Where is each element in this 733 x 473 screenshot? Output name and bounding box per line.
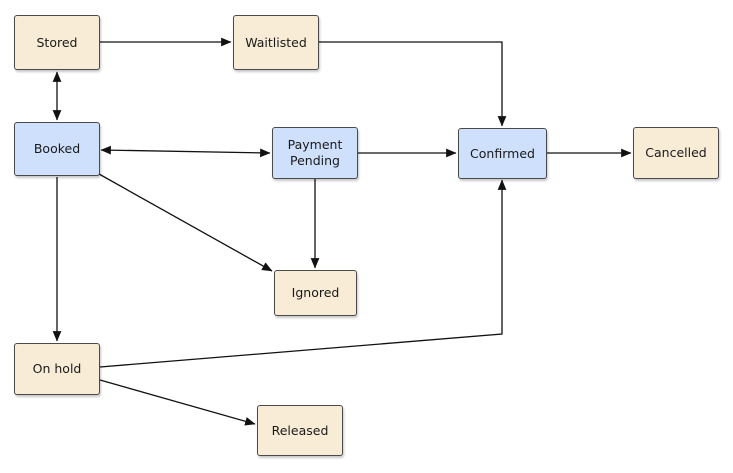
node-cancelled-label: Cancelled	[645, 145, 707, 160]
node-confirmed-label: Confirmed	[470, 145, 535, 161]
node-waitlisted-label: Waitlisted	[245, 34, 307, 50]
node-ignored[interactable]: Ignored	[274, 270, 357, 316]
node-stored[interactable]: Stored	[14, 15, 100, 70]
node-payment-pending[interactable]: Payment Pending	[272, 127, 358, 179]
edge-on-hold-to-confirmed	[99, 179, 507, 368]
node-released[interactable]: Released	[257, 405, 343, 456]
edge-waitlisted-to-confirmed	[319, 41, 507, 127]
node-on-hold-label: On hold	[32, 361, 82, 376]
edge-booked-to-ignored	[98, 173, 273, 272]
node-cancelled[interactable]: Cancelled	[633, 127, 719, 179]
node-booked-label: Booked	[33, 141, 81, 156]
node-released-label: Released	[271, 422, 329, 438]
node-waitlisted[interactable]: Waitlisted	[233, 15, 319, 70]
edge-booked-payment-pending	[100, 145, 271, 158]
node-stored-label: Stored	[36, 34, 78, 50]
node-ignored-label: Ignored	[291, 285, 340, 300]
node-confirmed[interactable]: Confirmed	[458, 128, 547, 179]
node-payment-pending-label: Payment Pending	[287, 137, 343, 168]
node-on-hold[interactable]: On hold	[14, 343, 100, 395]
node-booked[interactable]: Booked	[14, 122, 100, 176]
edge-on-hold-to-released	[99, 379, 256, 426]
